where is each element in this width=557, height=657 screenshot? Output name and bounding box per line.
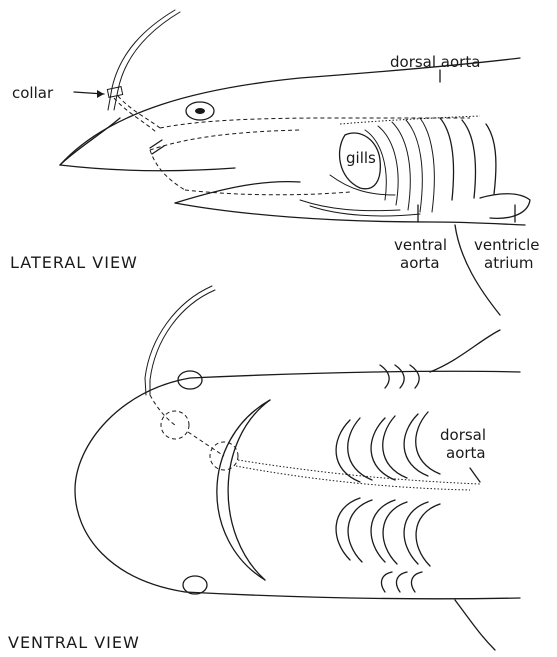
catheter-circle-1 — [161, 411, 189, 439]
label-ventral-aorta-1: ventral — [394, 236, 447, 254]
label-ventricle: ventricle — [474, 236, 539, 254]
lower-jaw — [175, 182, 300, 203]
head-outline — [75, 371, 520, 599]
label-gills: gills — [346, 149, 376, 167]
collar-device — [107, 87, 122, 98]
label-dorsal-aorta-bottom-2: aorta — [446, 444, 486, 462]
label-dorsal-aorta-bottom-1: dorsal — [440, 426, 486, 444]
ventral-view-drawing — [75, 286, 520, 650]
label-atrium: atrium — [484, 254, 534, 272]
snout-outline — [60, 118, 120, 165]
dorsal-outline — [60, 58, 520, 165]
catheter-path — [118, 96, 160, 128]
label-ventral-aorta-2: aorta — [400, 254, 440, 272]
label-collar: collar — [12, 84, 54, 102]
clip-bottom — [183, 576, 207, 594]
upper-jaw — [60, 165, 235, 171]
label-ventral-view: VENTRAL VIEW — [8, 633, 140, 652]
label-dorsal-aorta-top: dorsal aorta — [390, 53, 480, 71]
eye-inner — [195, 108, 205, 114]
dorsal-aorta-vessel — [340, 116, 480, 124]
label-lateral-view: LATERAL VIEW — [10, 253, 138, 272]
jaw-inner — [228, 400, 270, 580]
heart-outline — [480, 194, 530, 219]
